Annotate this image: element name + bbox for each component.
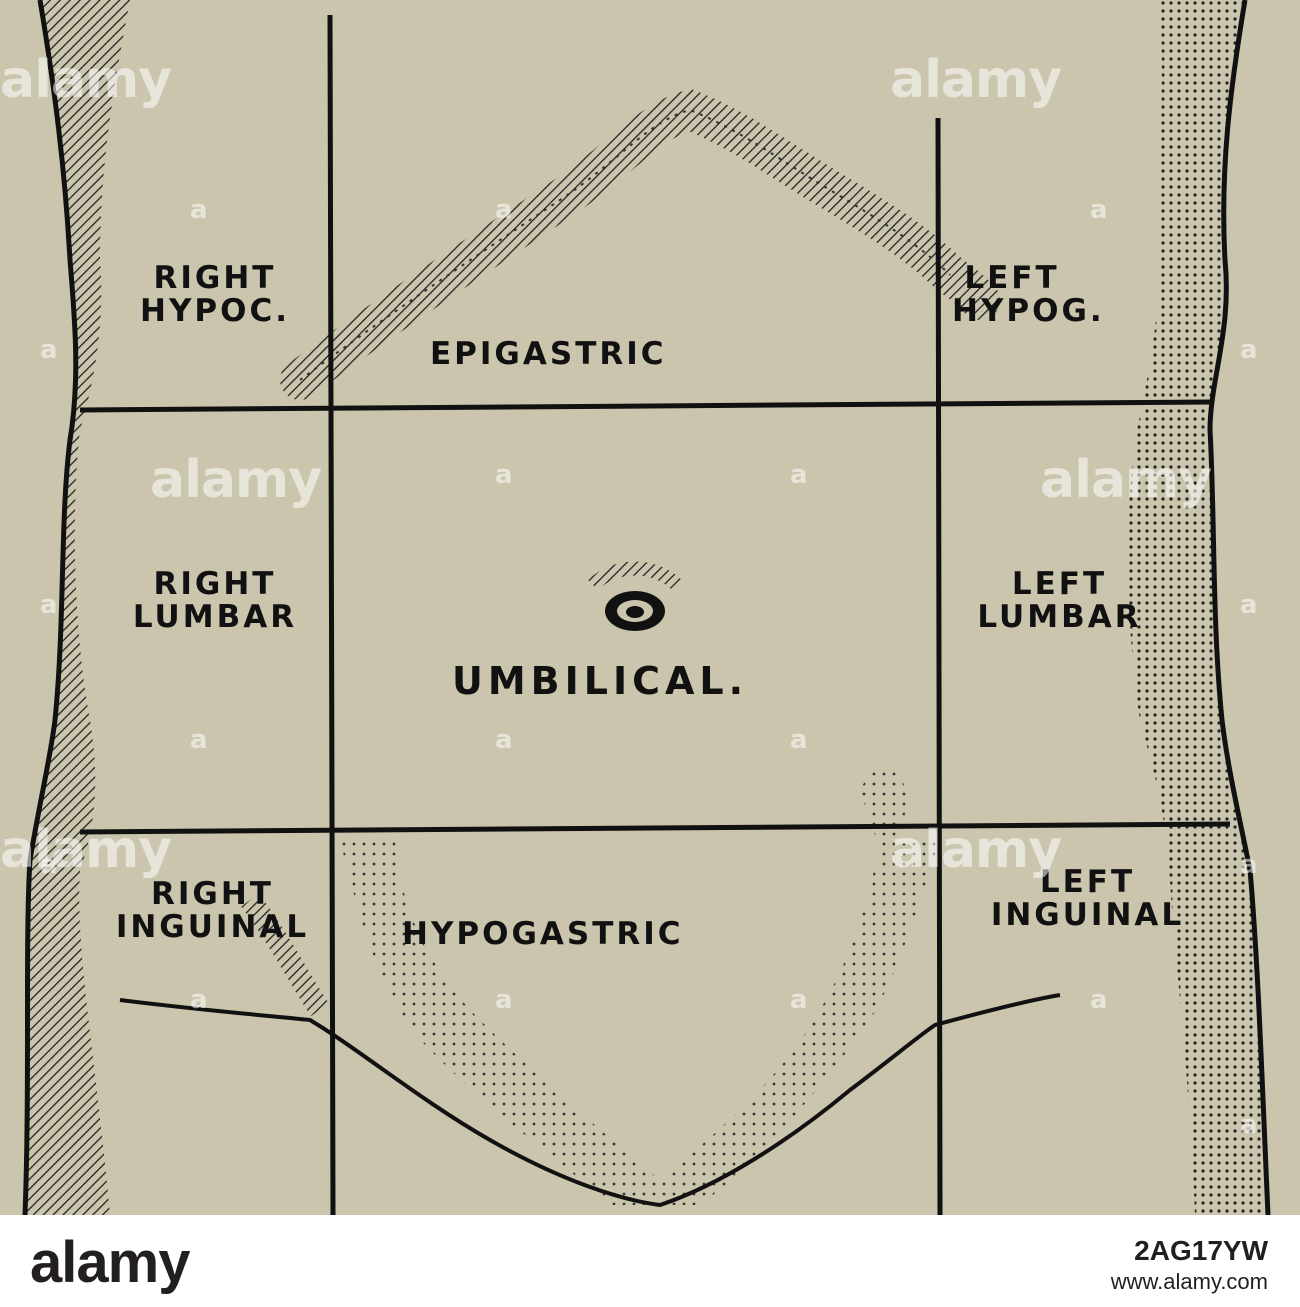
label-left-inguinal: LEFT INGUINAL bbox=[965, 866, 1210, 931]
label-line: UMBILICAL. bbox=[452, 659, 749, 703]
left-flank-outline bbox=[1207, 0, 1271, 1215]
label-left-hypochondriac: LEFT HYPOG. bbox=[952, 260, 1105, 329]
watermark-mark: a bbox=[1090, 985, 1108, 1015]
watermark-mark: a bbox=[495, 195, 513, 225]
label-line: LEFT bbox=[1011, 566, 1108, 602]
watermark-mark: a bbox=[1240, 590, 1258, 620]
label-umbilical: UMBILICAL. bbox=[452, 659, 749, 703]
groin-shading bbox=[340, 840, 940, 1205]
region-grid bbox=[79, 14, 1231, 1215]
watermark-mark: a bbox=[790, 725, 808, 755]
label-hypogastric: HYPOGASTRIC bbox=[402, 918, 684, 951]
image-id: 2AG17YW bbox=[1134, 1235, 1268, 1266]
label-line: LEFT bbox=[964, 260, 1060, 296]
label-line: LUMBAR bbox=[132, 598, 298, 635]
lower-horizontal-line bbox=[79, 821, 1231, 835]
label-right-hypochondriac: RIGHT HYPOC. bbox=[110, 262, 320, 327]
label-line: HYPOGASTRIC bbox=[402, 916, 684, 952]
watermark-mark: a bbox=[790, 460, 808, 490]
left-vertical-line bbox=[935, 117, 943, 1215]
right-flank-shading bbox=[25, 0, 130, 1215]
watermark-mark: a bbox=[1240, 1110, 1258, 1140]
watermark-mark: a bbox=[190, 725, 208, 755]
umbilicus bbox=[588, 561, 682, 631]
watermark-mark: a bbox=[190, 195, 208, 225]
label-line: INGUINAL bbox=[115, 908, 310, 945]
upper-horizontal-line bbox=[79, 399, 1211, 413]
label-line: EPIGASTRIC bbox=[430, 336, 667, 372]
left-flank-shading bbox=[1128, 0, 1268, 1215]
watermark-word: alamy bbox=[0, 50, 172, 110]
watermark-mark: a bbox=[495, 985, 513, 1015]
label-right-inguinal: RIGHT INGUINAL bbox=[100, 878, 325, 943]
watermark-mark: a bbox=[40, 850, 58, 880]
abdomen-drawing bbox=[22, 0, 1271, 1215]
label-line: RIGHT bbox=[153, 566, 277, 602]
watermark-mark: a bbox=[1240, 850, 1258, 880]
watermark-word: alamy bbox=[1040, 450, 1212, 510]
label-epigastric: EPIGASTRIC bbox=[430, 338, 667, 371]
label-line: LUMBAR bbox=[977, 598, 1142, 635]
label-line: RIGHT bbox=[151, 876, 274, 912]
watermark-mark: a bbox=[495, 460, 513, 490]
watermark-word: alamy bbox=[890, 50, 1062, 110]
watermark-mark: a bbox=[1240, 335, 1258, 365]
watermark-mark: a bbox=[495, 725, 513, 755]
image-credit: 2AG17YW www.alamy.com bbox=[1111, 1235, 1268, 1295]
watermark-mark: a bbox=[40, 590, 58, 620]
label-left-lumbar: LEFT LUMBAR bbox=[962, 568, 1157, 633]
label-line: INGUINAL bbox=[990, 896, 1185, 933]
watermark-mark: a bbox=[190, 985, 208, 1015]
watermark-word: alamy bbox=[0, 820, 172, 880]
label-right-lumbar: RIGHT LUMBAR bbox=[110, 568, 320, 633]
watermark-word: alamy bbox=[890, 820, 1062, 880]
watermark-word: alamy bbox=[150, 450, 322, 510]
watermark-mark: a bbox=[40, 335, 58, 365]
footer-bar: alamy 2AG17YW www.alamy.com bbox=[0, 1215, 1300, 1307]
right-flank-outline bbox=[22, 0, 79, 1215]
label-line: LEFT bbox=[1039, 864, 1136, 900]
watermark-mark: a bbox=[1090, 195, 1108, 225]
alamy-logo: alamy bbox=[30, 1230, 190, 1295]
watermark-mark: a bbox=[790, 985, 808, 1015]
label-line: HYPOC. bbox=[140, 292, 290, 329]
right-vertical-line bbox=[327, 14, 336, 1215]
site-url: www.alamy.com bbox=[1110, 1269, 1268, 1294]
anatomy-figure: RIGHT HYPOC. EPIGASTRIC LEFT HYPOG. RIGH… bbox=[0, 0, 1271, 1215]
groin-outline bbox=[119, 993, 1061, 1208]
label-line: RIGHT bbox=[153, 260, 277, 296]
label-line: HYPOG. bbox=[952, 292, 1105, 329]
